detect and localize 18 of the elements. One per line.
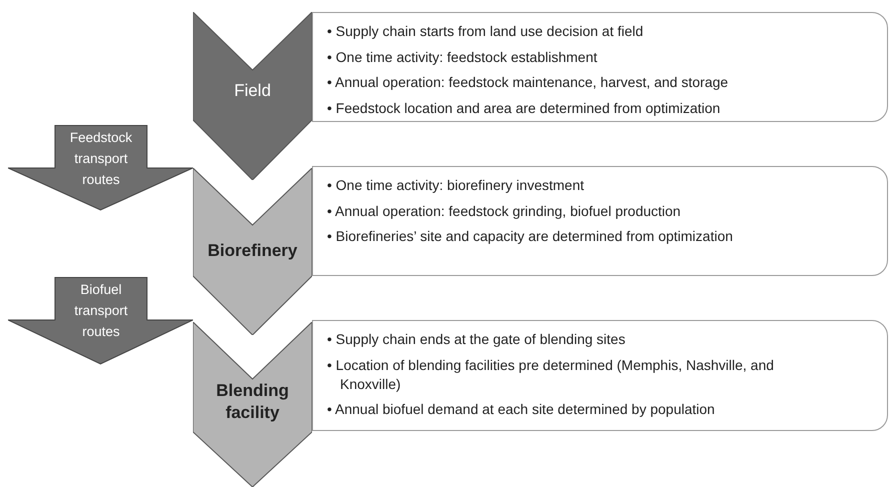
stage-label: Biorefinery — [206, 240, 298, 262]
bullet-panel — [312, 12, 888, 122]
bullet-item: • Annual operation: feedstock grinding, biofuel production — [327, 202, 682, 221]
bullet-panel — [312, 320, 888, 431]
bullet-item: • Location of blending facilities pre determined (Memphis, Nashville, and Knoxville) — [327, 356, 775, 394]
stage-label: Field — [233, 80, 272, 102]
bullet-item: • Supply chain ends at the gate of blending sites — [327, 330, 626, 349]
bullet-item: • Annual biofuel demand at each site determined by population — [327, 400, 716, 419]
bullet-panel — [312, 166, 888, 276]
arrow-label: Feedstock transport routes — [68, 129, 134, 189]
bullet-item: • One time activity: feedstock establishment — [327, 48, 598, 67]
bullet-item: • Biorefineries’ site and capacity are determined from optimization — [327, 227, 734, 246]
bullet-item: • Annual operation: feedstock maintenance, harvest, and storage — [327, 73, 730, 92]
stage-label: Blending facility — [215, 380, 290, 424]
bullet-item: • One time activity: biorefinery investment — [327, 176, 585, 195]
bullet-item: • Supply chain starts from land use decision at field — [327, 22, 644, 41]
arrow-label: Biofuel transport routes — [73, 281, 129, 341]
bullet-item: • Feedstock location and area are determined from optimization — [327, 98, 722, 118]
